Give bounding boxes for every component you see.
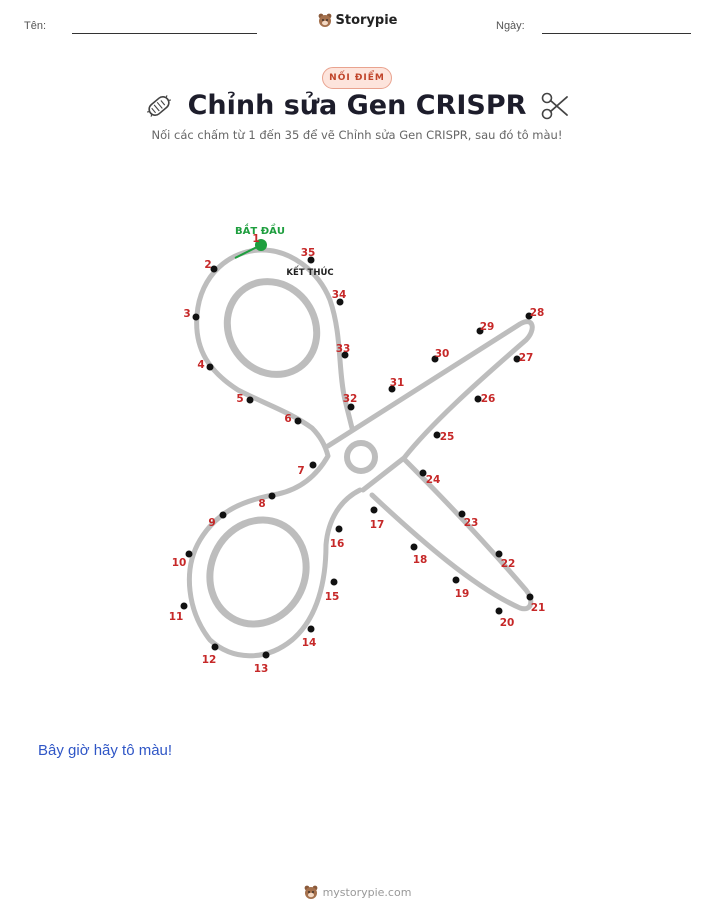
dots-layer: 1234567891011121314151617181920212223242… — [169, 233, 546, 675]
dot — [452, 576, 460, 584]
footer-url: mystorypie.com — [322, 885, 412, 899]
dot-number: 27 — [519, 352, 534, 364]
dot-number: 19 — [455, 588, 470, 600]
dot-number: 33 — [336, 343, 351, 355]
dot — [268, 492, 276, 500]
dot — [262, 651, 270, 659]
dot-number: 14 — [302, 637, 317, 649]
dot — [347, 403, 355, 411]
dot-number: 35 — [301, 247, 316, 259]
start-dot — [255, 239, 267, 251]
start-label: BẮT ĐẦU — [235, 222, 285, 237]
title-row: Chỉnh sửa Gen CRISPR — [0, 90, 714, 121]
dot — [474, 395, 482, 403]
dot — [309, 461, 317, 469]
dot-number: 2 — [204, 259, 211, 271]
start-connector — [234, 245, 260, 259]
dot — [431, 355, 439, 363]
dot-number: 3 — [183, 308, 190, 320]
dot-number: 17 — [370, 519, 385, 531]
dot — [341, 351, 349, 359]
dot — [294, 417, 302, 425]
dot-number: 31 — [390, 377, 405, 389]
dot — [307, 256, 315, 264]
end-label: KẾT THÚC — [286, 265, 333, 278]
dot-number: 22 — [501, 558, 516, 570]
dot-number: 18 — [413, 554, 428, 566]
dot — [336, 298, 344, 306]
dot-number: 6 — [284, 413, 291, 425]
dot-number: 11 — [169, 611, 184, 623]
dot — [335, 525, 343, 533]
dot — [210, 265, 218, 273]
dot-number: 16 — [330, 538, 345, 550]
dot — [307, 625, 315, 633]
dot — [419, 469, 427, 477]
dot — [476, 327, 484, 335]
dot-number: 5 — [236, 393, 243, 405]
dot-number: 32 — [343, 393, 358, 405]
dot-number: 15 — [325, 591, 340, 603]
dot-number: 12 — [202, 654, 217, 666]
scissors-icon — [542, 92, 569, 119]
coloring-prompt: Bây giờ hãy tô màu! — [38, 742, 173, 759]
dot-number: 28 — [530, 307, 545, 319]
bacteria-icon — [146, 94, 171, 117]
dot — [495, 607, 503, 615]
brand-name: Storypie — [335, 12, 398, 28]
dot-number: 13 — [254, 663, 269, 675]
dot — [192, 313, 200, 321]
dot-number: 23 — [464, 517, 479, 529]
footer: mystorypie.com — [0, 884, 714, 904]
dot — [388, 385, 396, 393]
dot-number: 20 — [500, 617, 515, 629]
dot — [330, 578, 338, 586]
dot — [246, 396, 254, 404]
dot — [513, 355, 521, 363]
dot-number: 7 — [297, 465, 304, 477]
dot-number: 29 — [480, 321, 495, 333]
date-label: Ngày: — [496, 20, 525, 32]
dot-number: 10 — [172, 557, 187, 569]
dot-number: 8 — [258, 498, 265, 510]
dot-number: 21 — [531, 602, 546, 614]
name-field-line[interactable] — [72, 33, 257, 34]
dot — [525, 312, 533, 320]
dot — [206, 363, 214, 371]
activity-badge: NỐI ĐIỂM — [322, 67, 392, 89]
dot-number: 30 — [435, 348, 450, 360]
dot — [219, 511, 227, 519]
dot-number: 26 — [481, 393, 496, 405]
bear-logo-icon — [318, 13, 331, 27]
dot — [370, 506, 378, 514]
dot — [433, 431, 441, 439]
dot — [185, 550, 193, 558]
date-field-line[interactable] — [542, 33, 691, 34]
dot — [180, 602, 188, 610]
dot — [526, 593, 534, 601]
dot-number: 24 — [426, 474, 441, 486]
bear-logo-icon — [304, 885, 317, 899]
page-title: Chỉnh sửa Gen CRISPR — [187, 90, 527, 121]
dot-number: 34 — [332, 289, 347, 301]
dot — [458, 510, 466, 518]
dot-number: 25 — [440, 431, 455, 443]
dot — [410, 543, 418, 551]
scissors-outline — [186, 247, 535, 659]
instructions: Nối các chấm từ 1 đến 35 để vẽ Chỉnh sửa… — [151, 128, 563, 142]
dot-number: 4 — [197, 359, 204, 371]
name-label: Tên: — [24, 20, 47, 32]
dot-number: 1 — [252, 233, 259, 245]
dot-number: 9 — [208, 517, 215, 529]
dot — [211, 643, 219, 651]
brand: Storypie — [0, 12, 714, 32]
dot — [495, 550, 503, 558]
